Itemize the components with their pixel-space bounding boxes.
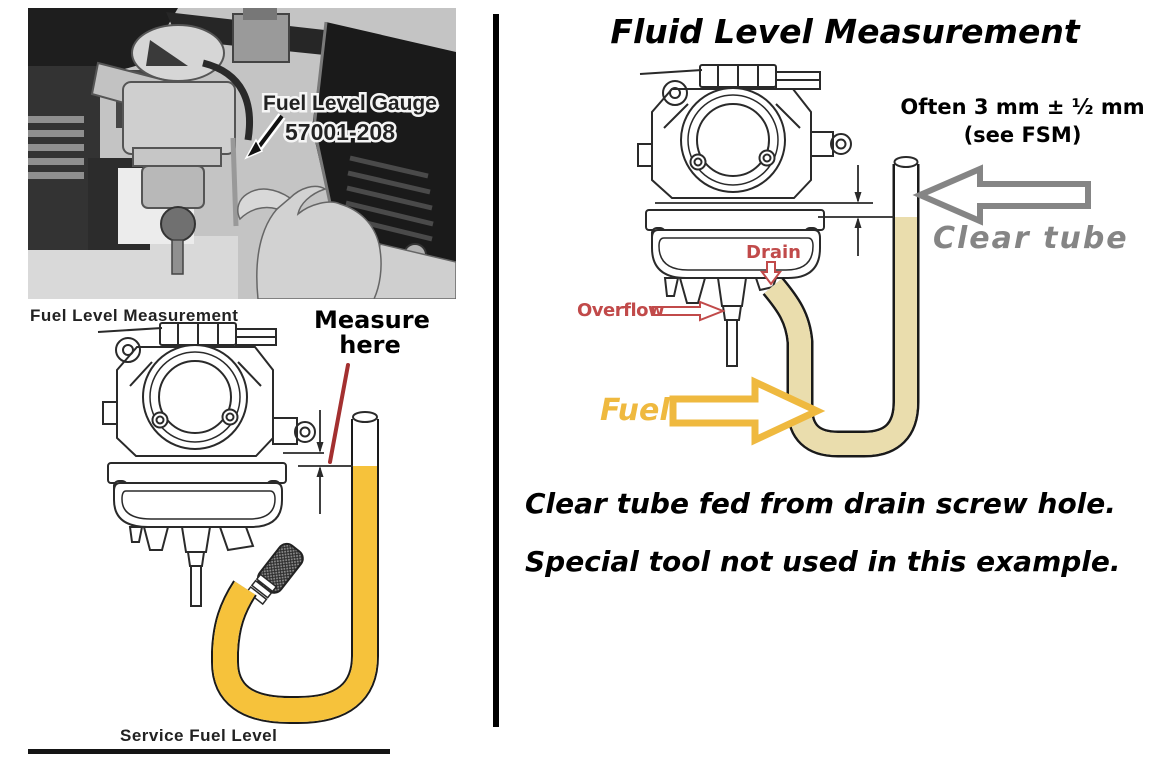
right-title: Fluid Level Measurement — [610, 12, 1080, 51]
dimension-lines — [283, 410, 353, 514]
dimension-arrowheads-right — [854, 192, 862, 228]
bottom-rule — [28, 749, 390, 754]
fuel-right-arrow-icon — [669, 376, 826, 446]
measure-here-label: Measure here — [314, 306, 430, 360]
carburetor-drawing — [97, 322, 316, 607]
hand — [237, 185, 456, 299]
fluid-level-diagram — [637, 64, 1091, 458]
clear-tube — [762, 156, 920, 458]
fluid-in-tube — [764, 217, 917, 455]
service-fuel-level-diagram — [97, 322, 379, 724]
fuel-in-tube — [213, 466, 377, 722]
diagram-caption: Service Fuel Level — [120, 726, 278, 745]
photo-label-line2: 57001-208 — [285, 119, 395, 145]
note-line1: Clear tube fed from drain screw hole. — [525, 487, 1116, 520]
note-line2: Special tool not used in this example. — [525, 545, 1121, 578]
overflow-right-arrow-icon — [652, 300, 726, 322]
overflow-label: Overflow — [577, 300, 665, 321]
photo-label-line1: Fuel Level Gauge — [263, 92, 437, 115]
measure-leader-line — [328, 363, 350, 464]
clear-tube-label: Clear tube — [933, 221, 1129, 256]
fuel-label: Fuel — [600, 393, 670, 428]
fuel-tube — [211, 411, 379, 724]
vertical-divider — [493, 14, 499, 727]
carburetor-photo: Fuel Level Gauge 57001-208 — [28, 8, 456, 299]
vent-slots — [345, 155, 434, 242]
drain-screw-knob — [245, 542, 304, 606]
drain-down-arrow-icon — [760, 261, 782, 286]
dimension-arrowheads — [316, 442, 324, 477]
drain-label: Drain — [746, 242, 801, 263]
photo-caption: Fuel Level Measurement — [30, 306, 239, 325]
clear-tube-left-arrow-icon — [912, 164, 1091, 226]
carburetor-drawing-right — [637, 64, 852, 367]
photo-label-arrow-icon — [244, 113, 286, 160]
spec-label: Often 3 mm ± ½ mm (see FSM) — [900, 95, 1145, 148]
